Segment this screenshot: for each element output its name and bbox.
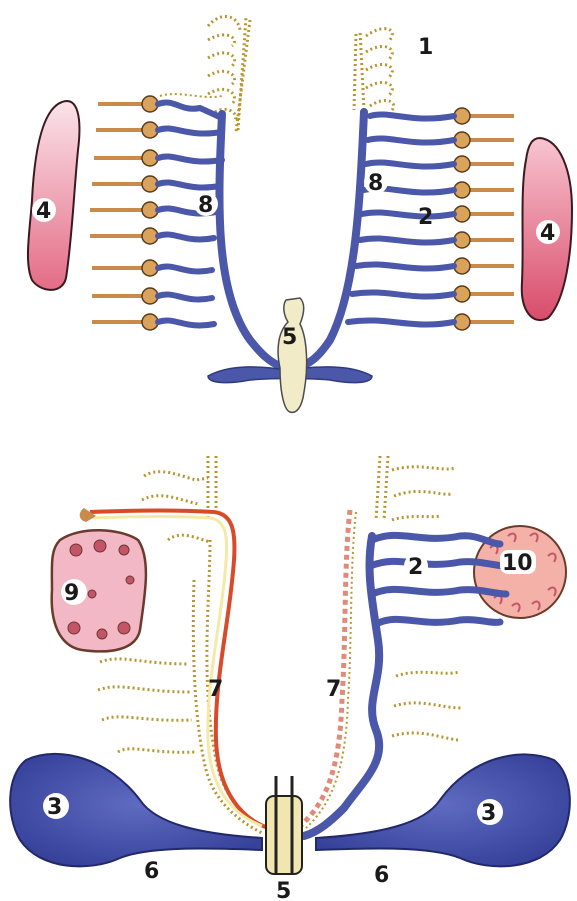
label-3-left: 3 xyxy=(47,795,62,820)
mesonephric-duct-left xyxy=(219,114,280,366)
label-6-left: 6 xyxy=(144,859,159,884)
label-8-right: 8 xyxy=(368,171,383,196)
label-7-left: 7 xyxy=(208,677,223,702)
label-2-bottom: 2 xyxy=(408,555,423,580)
label-4-right: 4 xyxy=(540,221,555,246)
label-6-right: 6 xyxy=(374,863,389,888)
mesonephric-duct-right-bottom xyxy=(304,536,379,836)
label-10: 10 xyxy=(502,551,533,576)
top-panel xyxy=(28,16,572,412)
right-dotted-structures xyxy=(376,456,462,740)
label-4-left: 4 xyxy=(36,199,51,224)
label-2-top: 2 xyxy=(418,205,433,230)
label-3-right: 3 xyxy=(481,801,496,826)
label-7-right: 7 xyxy=(326,677,341,702)
urogenital-sinus-bottom xyxy=(266,796,302,874)
right-dotted-tubules xyxy=(354,29,394,112)
label-9: 9 xyxy=(64,581,79,606)
urogenital-sinus-top xyxy=(278,298,307,412)
bladder-right xyxy=(316,754,570,866)
mesonephric-duct-right xyxy=(302,112,364,366)
label-5-bottom: 5 xyxy=(276,879,291,901)
label-1: 1 xyxy=(418,35,433,60)
kidney-left xyxy=(28,101,79,290)
paramesonephric-duct-right xyxy=(300,510,350,826)
label-5-top: 5 xyxy=(282,325,297,350)
label-8-left: 8 xyxy=(198,193,213,218)
